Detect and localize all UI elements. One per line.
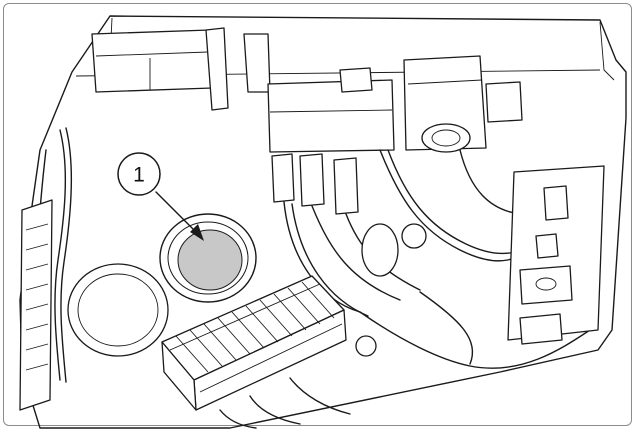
callout-1: 1 <box>117 152 204 241</box>
wire-harness <box>33 127 591 383</box>
terminal-block <box>161 275 351 429</box>
top-bracket-left <box>91 29 213 93</box>
grey-plug <box>159 213 257 303</box>
left-terminal-strip <box>19 199 53 411</box>
small-plugs <box>271 153 359 215</box>
callout-circle <box>117 152 161 196</box>
top-bracket-mid <box>205 27 271 111</box>
callout-number: 1 <box>133 164 145 187</box>
round-pads <box>355 223 427 357</box>
relay-block <box>267 55 523 153</box>
right-components <box>507 165 605 345</box>
open-grommet <box>67 263 169 357</box>
